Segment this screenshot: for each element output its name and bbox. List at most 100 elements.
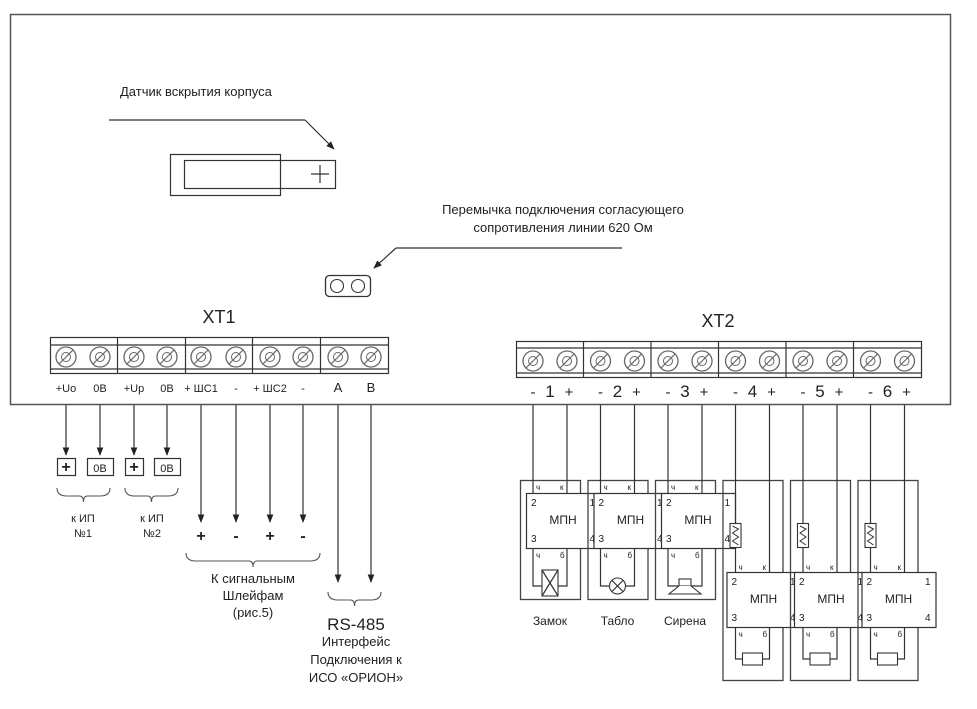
psu-terminal-label: 0В bbox=[160, 463, 173, 475]
psu-terminal-box: + bbox=[124, 457, 145, 477]
wire-color-label: к bbox=[628, 483, 632, 492]
relay-pin2: 2 bbox=[732, 577, 738, 588]
relay-name: МПН bbox=[549, 513, 576, 527]
loop-sign: + bbox=[196, 528, 205, 545]
loop-sign: - bbox=[233, 528, 238, 545]
rs485-connections bbox=[327, 405, 382, 607]
jumper-label-line2: сопротивления линии 620 Ом bbox=[473, 220, 652, 235]
xt2-screw-icon bbox=[792, 350, 814, 372]
xt2-minus-label: - bbox=[666, 384, 671, 401]
xt1-terminal-label: 0В bbox=[93, 383, 106, 395]
relay-pin2: 2 bbox=[599, 498, 605, 509]
psu-terminal-box: + bbox=[56, 457, 77, 477]
relay-name: МПН bbox=[885, 592, 912, 606]
relay-name: МПН bbox=[617, 513, 644, 527]
xt1-screw-icon bbox=[360, 346, 382, 368]
wire-color-label: б bbox=[628, 551, 633, 560]
xt1-terminal-label: B bbox=[367, 380, 376, 395]
xt2-plus-label: + bbox=[902, 384, 911, 401]
xt2-minus-label: - bbox=[733, 384, 738, 401]
xt1-title: XT1 bbox=[202, 307, 235, 327]
xt1-terminal-label: + ШС1 bbox=[184, 383, 218, 395]
power-supply-connections: +0В +0В bbox=[56, 405, 182, 503]
relay-pin4: 4 bbox=[790, 613, 796, 624]
xt2-minus-label: - bbox=[531, 384, 536, 401]
xt2-screw-icon bbox=[758, 350, 781, 372]
xt1-terminal-label: + ШС2 bbox=[253, 383, 287, 395]
xt2-minus-label: - bbox=[801, 384, 806, 401]
relay-pin3: 3 bbox=[867, 613, 873, 624]
wire-color-label: ч bbox=[536, 483, 540, 492]
relay-pin4: 4 bbox=[657, 534, 663, 545]
rs485-label-line3: ИСО «ОРИОН» bbox=[309, 670, 403, 685]
relay-pin4: 4 bbox=[857, 613, 863, 624]
tamper-sensor-icon bbox=[169, 153, 337, 197]
output-load-label: Сирена bbox=[664, 614, 706, 628]
rs485-label-line2: Подключения к bbox=[310, 652, 402, 667]
xt1-screw-icon bbox=[327, 346, 349, 368]
xt2-title: XT2 bbox=[701, 311, 734, 331]
siren-icon bbox=[667, 578, 703, 595]
psu2-label-line2: №2 bbox=[143, 528, 161, 540]
xt2-screw-icon bbox=[556, 350, 578, 372]
wire-color-label: ч bbox=[806, 563, 810, 572]
psu-terminal-box: 0В bbox=[86, 457, 115, 477]
xt1-screw-icon bbox=[89, 346, 111, 368]
load-resistor-icon bbox=[876, 652, 899, 666]
xt2-screw-icon bbox=[657, 350, 679, 372]
xt2-screw-icon bbox=[589, 350, 612, 372]
loops-label-line1: К сигнальным bbox=[211, 571, 295, 586]
output-load-label: Табло bbox=[601, 614, 635, 628]
rs485-brace bbox=[327, 591, 382, 607]
resistor-icon bbox=[796, 522, 810, 549]
relay-pin1: 1 bbox=[657, 498, 663, 509]
xt1-screw-icon bbox=[225, 346, 247, 368]
xt1-screw-icon bbox=[190, 346, 212, 368]
xt2-number-label: 5 bbox=[815, 382, 824, 401]
rs485-title: RS-485 bbox=[327, 615, 385, 634]
xt2-number-label: 6 bbox=[883, 382, 892, 401]
relay-pin1: 1 bbox=[589, 498, 595, 509]
xt2-number-label: 3 bbox=[680, 382, 689, 401]
wire-color-label: б bbox=[763, 630, 768, 639]
wire-color-label: ч bbox=[536, 551, 540, 560]
resistor-icon bbox=[864, 522, 877, 549]
wire-color-label: ч bbox=[874, 630, 878, 639]
wire-color-label: к bbox=[830, 563, 834, 572]
xt1-screw-icon bbox=[156, 346, 178, 368]
jumper-icon bbox=[324, 274, 372, 298]
xt1-screw-icon bbox=[123, 346, 145, 368]
tamper-sensor-leader bbox=[109, 119, 335, 150]
wire-color-label: ч bbox=[604, 551, 608, 560]
relay-name: МПН bbox=[684, 513, 711, 527]
relay-pin3: 3 bbox=[531, 534, 537, 545]
terminal-block-xt2: -1+-2+-3+-4+-5+-6+ bbox=[515, 340, 923, 401]
wire-color-label: к bbox=[695, 483, 699, 492]
relay-pin1: 1 bbox=[724, 498, 730, 509]
psu-terminal-label: + bbox=[129, 459, 138, 476]
wire-color-label: к bbox=[560, 483, 564, 492]
xt1-terminal-label: +Uo bbox=[56, 383, 77, 395]
relay-pin3: 3 bbox=[732, 613, 738, 624]
relay-pin4: 4 bbox=[589, 534, 595, 545]
xt2-screw-icon bbox=[893, 350, 916, 372]
xt2-screw-icon bbox=[724, 350, 747, 372]
lock-icon bbox=[541, 569, 559, 597]
relay-pin3: 3 bbox=[799, 613, 805, 624]
load-resistor-icon bbox=[809, 652, 831, 666]
loop-sign: + bbox=[265, 528, 274, 545]
wire-color-label: ч bbox=[874, 563, 878, 572]
psu-terminal-label: + bbox=[61, 459, 70, 476]
jumper-leader bbox=[373, 247, 622, 269]
relay-pin1: 1 bbox=[790, 577, 796, 588]
relay-pin3: 3 bbox=[599, 534, 605, 545]
xt2-number-label: 4 bbox=[748, 382, 757, 401]
psu2-brace bbox=[124, 487, 179, 503]
psu2-label-line1: к ИП bbox=[140, 513, 164, 525]
xt2-screw-icon bbox=[522, 350, 544, 372]
xt1-screw-icon bbox=[259, 346, 281, 368]
loops-label-line2: Шлейфам bbox=[223, 588, 284, 603]
